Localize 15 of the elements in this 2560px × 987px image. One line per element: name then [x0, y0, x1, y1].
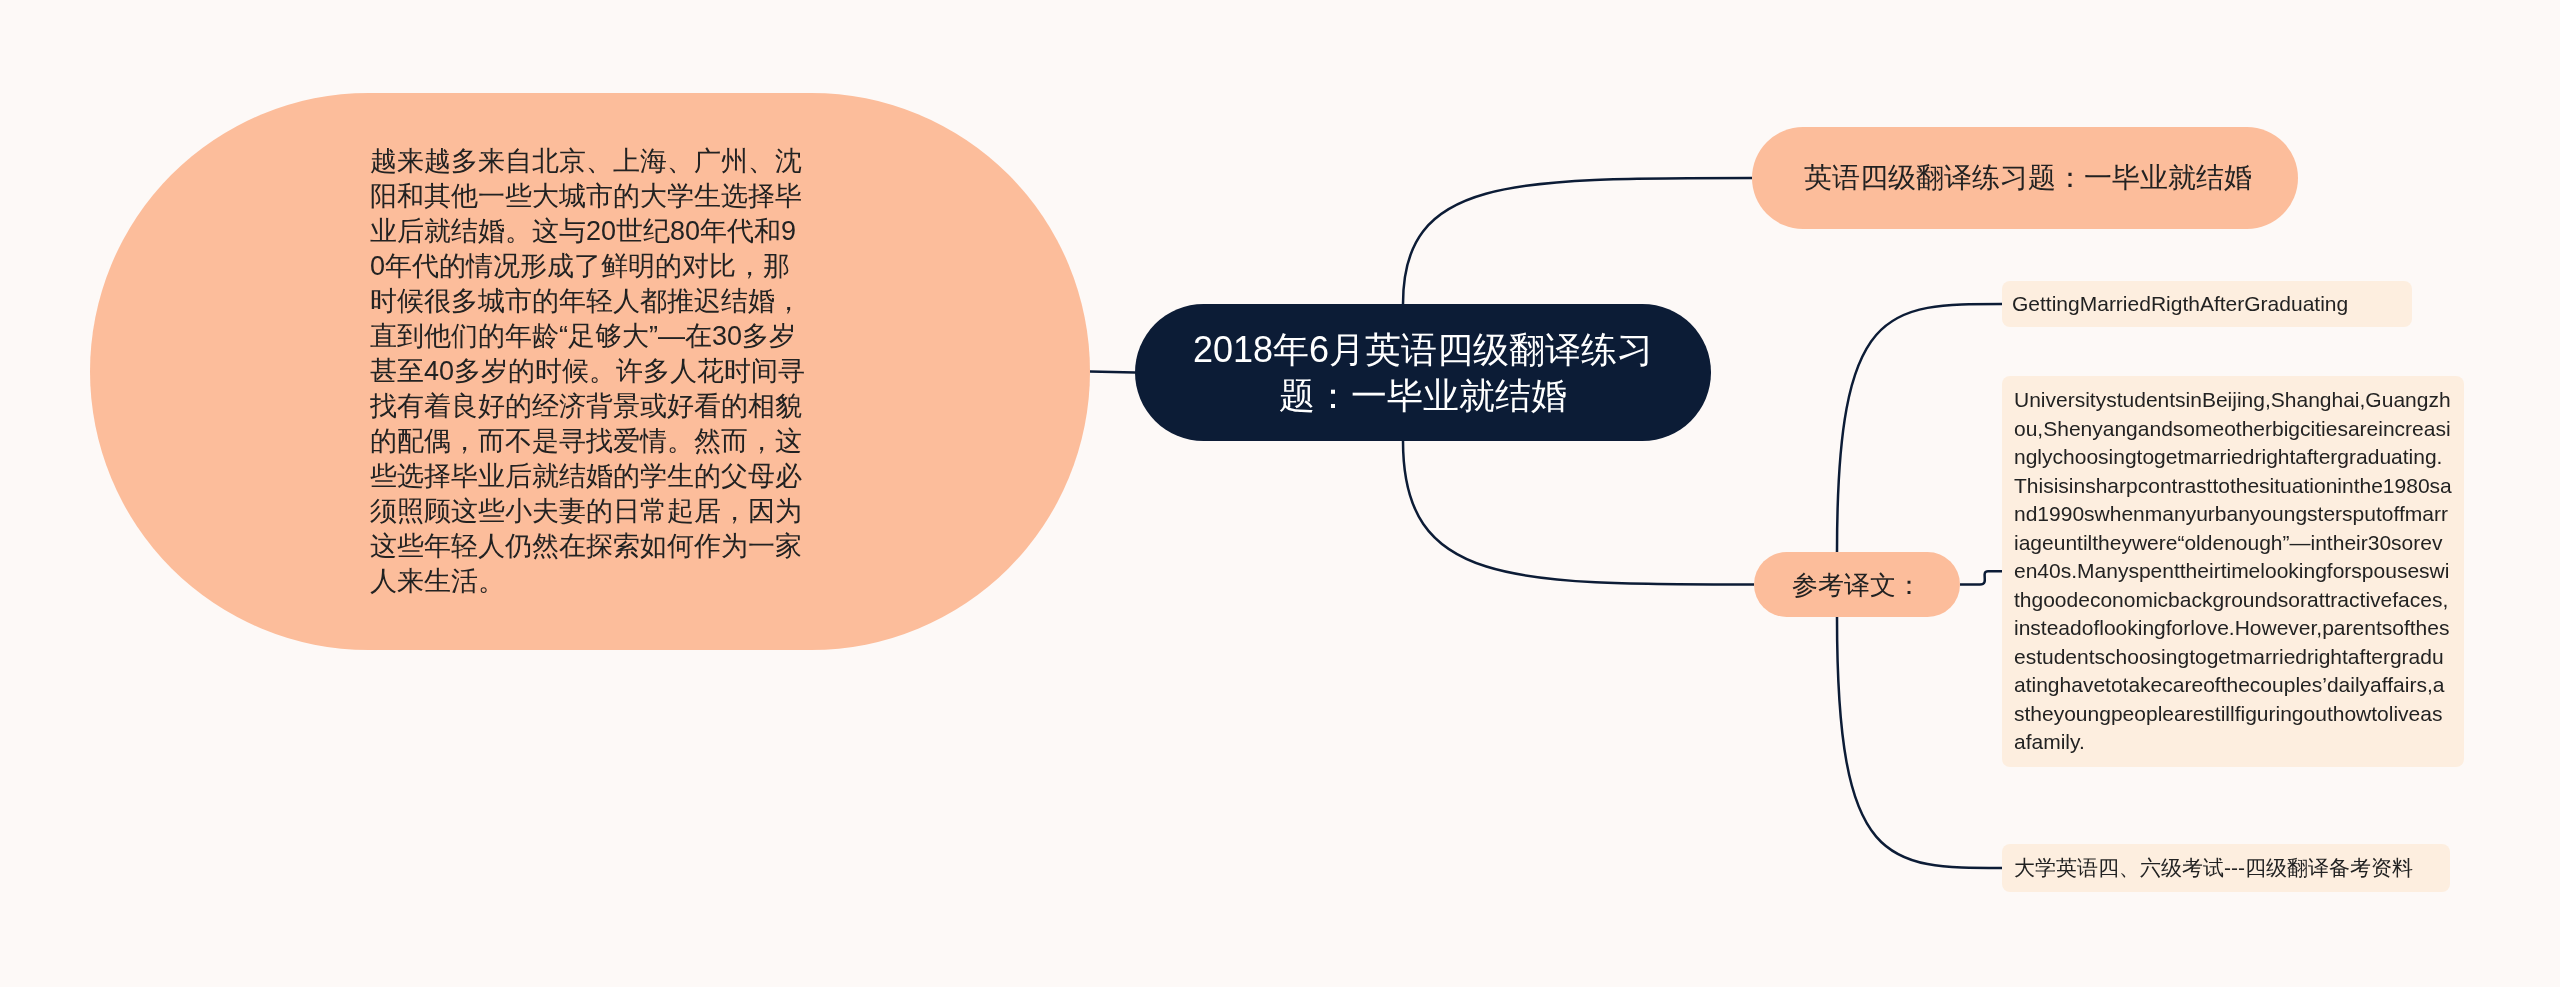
connector-line — [1089, 370, 1136, 374]
connector-line — [1401, 176, 1752, 305]
note-box — [2002, 844, 2450, 892]
connector-line — [1835, 302, 2002, 553]
node-text: UniversitystudentsinBeijing,Shanghai,Guangzhou,Shenyangandsomeotherbigcitiesareincreasinglychoosingtogetmarriedrightaftergraduating.Thisisinsharpcontrasttothesituationinthe1980sand1990swhenmanyurbanyoungstersputoffmarriageuntiltheywere“oldenough”—intheir30soreven40s.Manyspenttheirtimelookingforspouseswithgoodeconomicbackgroundsorattractivefaces,insteadoflookingforlove.However,parentsofthesestudentschoosingtogetmarriedrightaftergraduatinghavetotakecareofthecouples’dailyaffairs,astheyoungpeoplearestillfiguringouthowtoliveasafamily. — [2014, 387, 2452, 755]
node-text: 英语四级翻译练习题：一毕业就结婚 — [1804, 161, 2252, 195]
node-text: 参考译文： — [1792, 568, 1922, 601]
note-box — [2002, 281, 2412, 327]
connector-line — [1958, 570, 2004, 586]
node-text: 越来越多来自北京、上海、广州、沈阳和其他一些大城市的大学生选择毕业后就结婚。这与20世纪80年代和90年代的情况形成了鲜明的对比，那时候很多城市的年轻人都推迟结婚，直到他们的年龄“足够大”—在30多岁甚至40多岁的时候。许多人花时间寻找有着良好的经济背景或好看的相貌的配偶，而不是寻找爱情。然而，这些选择毕业后就结婚的学生的父母必须照顾这些小夫妻的日常起居，因为这些年轻人仍然在探索如何作为一家人来生活。 — [370, 145, 807, 598]
node-text: 大学英语四、六级考试---四级翻译备考资料 — [2014, 855, 2413, 881]
connector-line — [1401, 440, 1754, 586]
node-text: 2018年6月英语四级翻译练习题：一毕业就结婚 — [1191, 327, 1655, 418]
connector-line — [1835, 616, 2002, 870]
node-text: GettingMarriedRigthAfterGraduating — [2012, 291, 2349, 317]
